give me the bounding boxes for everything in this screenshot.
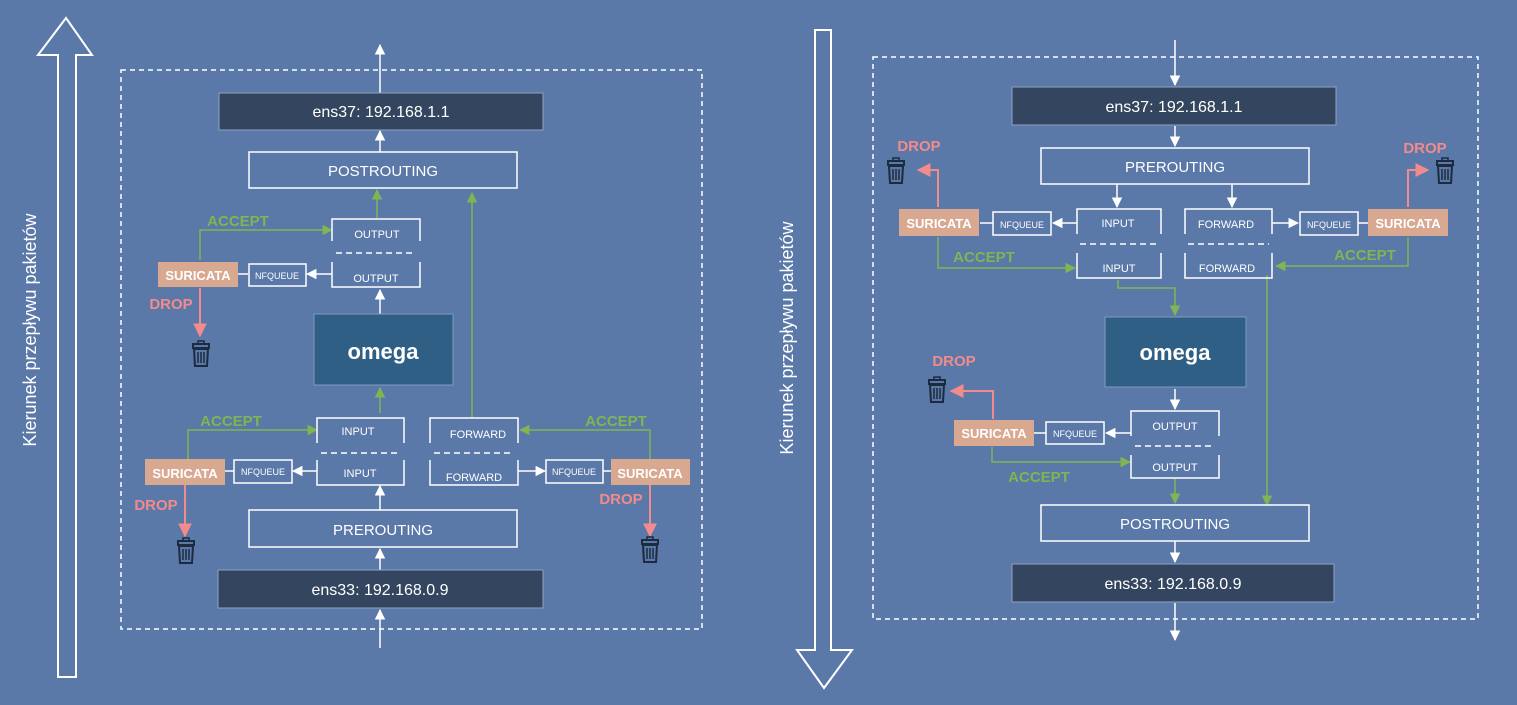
outgoing-drop-output: DROP xyxy=(149,296,192,313)
outgoing-suricata-input xyxy=(145,459,225,485)
outgoing-suricata-output xyxy=(158,262,238,287)
outgoing-output-b-box xyxy=(331,262,421,288)
direction-arrow-down xyxy=(795,29,854,690)
outgoing-suricata-input-label: SURICATA xyxy=(152,466,218,481)
incoming-accept-output: ACCEPT xyxy=(1008,469,1070,486)
outgoing-forward-b-box xyxy=(429,460,519,486)
incoming-postrouting-label: POSTROUTING xyxy=(1120,516,1230,533)
trash-icon xyxy=(928,376,946,403)
trash-icon xyxy=(887,157,905,184)
incoming-forward-a-box xyxy=(1184,208,1273,234)
outgoing-output-a-box xyxy=(331,218,421,241)
incoming-suricata-forward-label: SURICATA xyxy=(1375,216,1441,231)
incoming-input-a-label: INPUT xyxy=(1102,218,1135,230)
incoming-omega-label: omega xyxy=(1140,340,1212,365)
incoming-drop-output: DROP xyxy=(932,353,975,370)
incoming-interface-bottom-label: ens33: 192.168.0.9 xyxy=(1104,576,1241,593)
incoming-suricata-output xyxy=(954,420,1034,446)
trash-icon xyxy=(641,536,659,563)
outgoing-input-b-box xyxy=(316,460,405,486)
trash-icon xyxy=(177,537,195,564)
outgoing-output-b-label: OUTPUT xyxy=(353,273,399,285)
outgoing-prerouting-label: PREROUTING xyxy=(333,522,433,539)
direction-label-left: Kierunek przepływu pakietów xyxy=(20,212,40,446)
incoming-input-a-box xyxy=(1076,208,1162,234)
incoming-output-b-label: OUTPUT xyxy=(1152,462,1198,474)
outgoing-output-a-label: OUTPUT xyxy=(354,229,400,241)
incoming-suricata-input-label: SURICATA xyxy=(906,216,972,231)
outgoing-nfqueue-forward-label: NFQUEUE xyxy=(552,467,596,477)
incoming-nfqueue-forward-label: NFQUEUE xyxy=(1307,220,1351,230)
outgoing-interface-top xyxy=(218,92,544,131)
outgoing-nfqueue-input xyxy=(233,459,293,484)
direction-label-right: Kierunek przepływu pakietów xyxy=(777,220,797,454)
outgoing-nfqueue-forward xyxy=(545,459,604,484)
incoming-interface-top xyxy=(1011,86,1337,126)
incoming-nfqueue-input-label: NFQUEUE xyxy=(1000,220,1044,230)
incoming-postrouting-box xyxy=(1040,504,1310,542)
incoming-interface-bottom xyxy=(1011,563,1335,603)
incoming-nfqueue-forward xyxy=(1299,211,1359,236)
outgoing-nfqueue-output-label: NFQUEUE xyxy=(255,271,299,281)
incoming-forward-b-label: FORWARD xyxy=(1199,263,1255,275)
outgoing-accept-output: ACCEPT xyxy=(207,213,269,230)
outgoing-diagram: ens37: 192.168.1.1 ens33: 192.168.0.9 PO… xyxy=(120,43,703,648)
incoming-input-b-label: INPUT xyxy=(1103,263,1136,275)
incoming-accept-input: ACCEPT xyxy=(953,249,1015,266)
outgoing-nfqueue-input-label: NFQUEUE xyxy=(241,467,285,477)
outgoing-input-a-box xyxy=(316,417,405,443)
incoming-forward-b-box xyxy=(1184,253,1273,279)
outgoing-forward-a-box xyxy=(429,417,519,443)
incoming-suricata-forward xyxy=(1368,209,1448,236)
trash-icon xyxy=(192,340,210,367)
outgoing-suricata-output-label: SURICATA xyxy=(165,268,231,283)
outgoing-postrouting-label: POSTROUTING xyxy=(328,163,438,180)
incoming-accept-forward: ACCEPT xyxy=(1334,247,1396,264)
incoming-prerouting-label: PREROUTING xyxy=(1125,159,1225,176)
trash-icon xyxy=(1436,157,1454,184)
incoming-output-a-label: OUTPUT xyxy=(1152,421,1198,433)
outgoing-prerouting-box xyxy=(248,509,518,548)
outgoing-postrouting-box xyxy=(248,151,518,189)
outgoing-omega-box xyxy=(313,313,454,386)
outgoing-accept-input: ACCEPT xyxy=(200,413,262,430)
incoming-drop-input: DROP xyxy=(897,138,940,155)
incoming-nfqueue-input xyxy=(992,211,1052,236)
outgoing-frame xyxy=(120,69,703,630)
outgoing-interface-bottom-label: ens33: 192.168.0.9 xyxy=(311,582,448,599)
incoming-input-b-box xyxy=(1076,253,1162,279)
outgoing-interface-top-label: ens37: 192.168.1.1 xyxy=(312,104,449,121)
incoming-suricata-input xyxy=(899,209,979,236)
outgoing-forward-a-label: FORWARD xyxy=(450,429,506,441)
direction-arrow-up xyxy=(35,16,94,678)
incoming-forward-a-label: FORWARD xyxy=(1198,219,1254,231)
outgoing-suricata-forward-label: SURICATA xyxy=(617,466,683,481)
incoming-nfqueue-output-label: NFQUEUE xyxy=(1053,429,1097,439)
incoming-suricata-output-label: SURICATA xyxy=(961,426,1027,441)
incoming-nfqueue-output xyxy=(1045,421,1105,445)
outgoing-interface-bottom xyxy=(217,569,544,609)
outgoing-drop-forward: DROP xyxy=(599,491,642,508)
outgoing-input-b-label: INPUT xyxy=(344,468,377,480)
incoming-drop-forward: DROP xyxy=(1403,140,1446,157)
incoming-diagram: ens37: 192.168.1.1 ens33: 192.168.0.9 PR… xyxy=(872,40,1479,642)
incoming-output-b-box xyxy=(1130,455,1220,479)
outgoing-forward-b-label: FORWARD xyxy=(446,472,502,484)
outgoing-nfqueue-output xyxy=(248,263,307,287)
outgoing-drop-input: DROP xyxy=(134,497,177,514)
outgoing-accept-forward: ACCEPT xyxy=(585,413,647,430)
outgoing-input-a-label: INPUT xyxy=(342,426,375,438)
incoming-omega-box xyxy=(1104,316,1247,388)
incoming-interface-top-label: ens37: 192.168.1.1 xyxy=(1105,99,1242,116)
outgoing-omega-label: omega xyxy=(348,339,420,364)
outgoing-suricata-forward xyxy=(611,459,690,485)
incoming-prerouting-box xyxy=(1040,147,1310,185)
incoming-output-a-box xyxy=(1130,410,1220,436)
